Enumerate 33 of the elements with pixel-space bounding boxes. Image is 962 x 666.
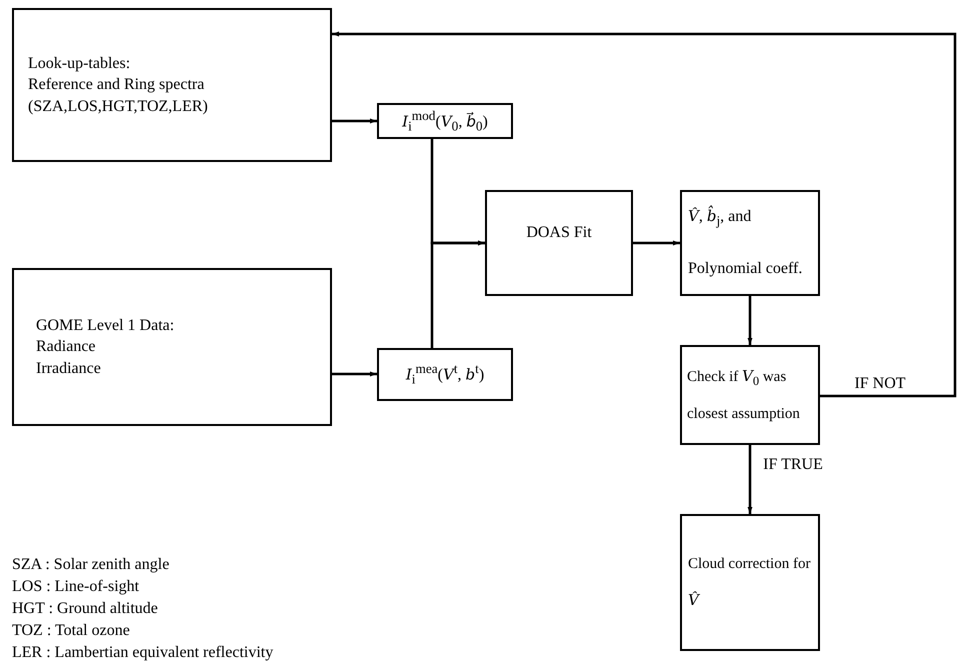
arrow: [332, 118, 377, 124]
node-text: Check if V$_{0}$ was closest assumption: [687, 366, 801, 424]
node-text: I$_{i}$$^{mod}$(V$_{0}$, b⃗$_{0}$): [402, 106, 488, 136]
arrow: [748, 445, 752, 514]
abbreviation-note: HGT : Ground altitude: [12, 600, 158, 618]
abbreviation-note: TOZ : Total ozone: [12, 622, 130, 640]
node-text: Irradiance: [36, 358, 101, 379]
arrow: [332, 32, 956, 398]
node-text: GOME Level 1 Data:: [36, 316, 174, 336]
node-text: Look-up-tables:: [28, 54, 130, 74]
arrow: [633, 240, 680, 246]
arrow: [332, 372, 377, 376]
node-text: Reference and Ring spectra: [28, 75, 204, 96]
arrow: [430, 240, 485, 348]
process-box: [680, 514, 820, 651]
node-text: Radiance: [36, 337, 96, 358]
measured-spectrum-box: [377, 348, 513, 401]
result-box: [680, 190, 820, 296]
abbreviation-note: SZA : Solar zenith angle: [12, 556, 170, 574]
abbreviation-note: LER : Lambertian equivalent reflectivity: [12, 644, 274, 662]
decision-box: [680, 345, 820, 445]
node-text: DOAS Fit: [526, 223, 592, 243]
node-text: V̂, b̂$_{j}$, and: [688, 206, 752, 230]
input-box: [12, 268, 332, 426]
node-text: I$_{i}$$^{mea}$(V$^{t}$, b$^{t}$): [406, 360, 484, 389]
node-text: (SZA,LOS,HGT,TOZ,LER): [28, 96, 208, 117]
process-box: [485, 190, 633, 296]
abbreviation-note: LOS : Line-of-sight: [12, 578, 140, 596]
arrow: [748, 296, 752, 345]
node-text: Cloud correction for V̂: [688, 555, 812, 611]
model-spectrum-box: [377, 103, 513, 139]
input-box: [12, 8, 332, 162]
node-text: Polynomial coeff.: [688, 259, 802, 280]
